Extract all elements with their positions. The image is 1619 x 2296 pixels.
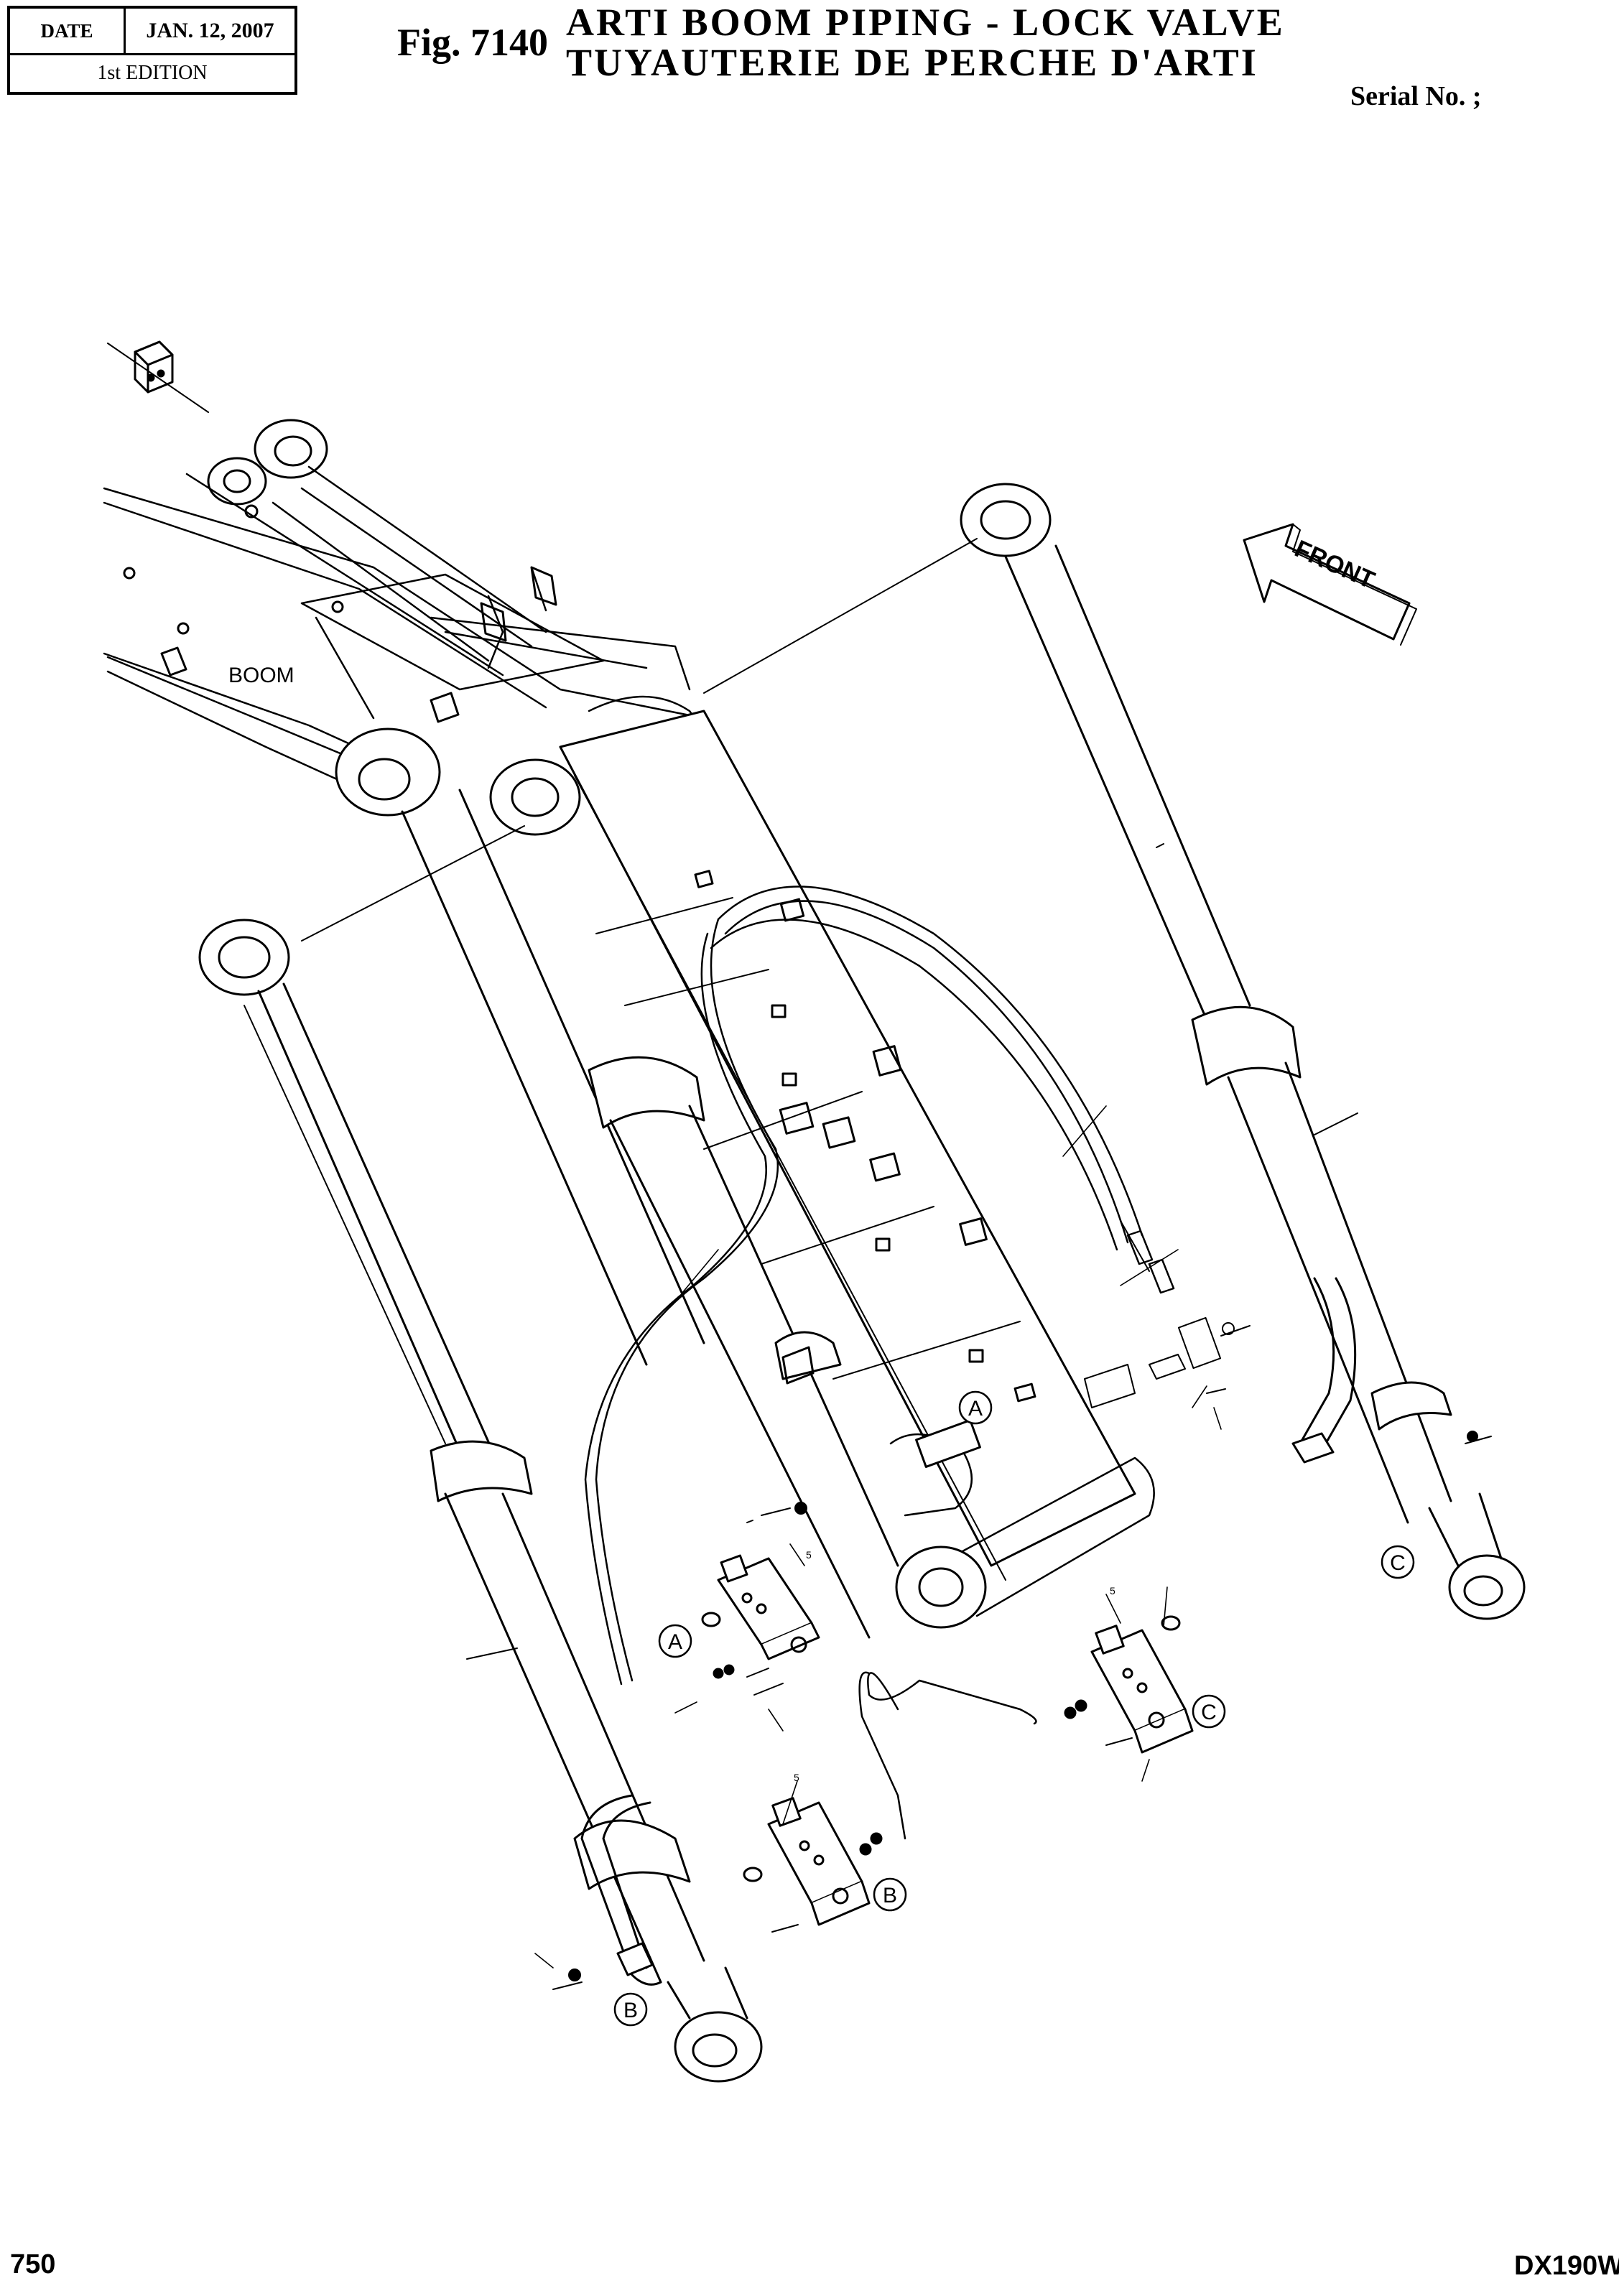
date-row: DATE JAN. 12, 2007 [10,9,294,55]
valve-ref-c: 5 [1110,1585,1115,1596]
figure-title-french: TUYAUTERIE DE PERCHE D'ARTI [566,41,1258,84]
figure-title-english: ARTI BOOM PIPING - LOCK VALVE [566,1,1285,44]
serial-number-label: Serial No. ; [1350,81,1482,111]
svg-text:C: C [1390,1551,1406,1575]
lock-valve-a [701,1554,820,1696]
lock-valve-c [1064,1615,1194,1754]
top-block-part [107,340,209,413]
svg-text:A: A [668,1630,682,1654]
lock-valve-b [743,1797,883,1933]
front-arrow [1243,523,1417,646]
callout-b-lower: B [613,1992,648,2027]
right-cylinder [703,483,1526,1620]
header-info-box: DATE JAN. 12, 2007 1st EDITION [7,6,297,95]
svg-text:C: C [1201,1701,1217,1724]
valve-ref-a: 5 [806,1549,812,1561]
model-number: DX190W [1514,2251,1619,2281]
arm-body [559,710,1155,1629]
svg-text:B: B [623,1999,638,2022]
figure-number: Fig. 7140 [397,21,548,64]
callout-a-upper: A [958,1390,993,1425]
hoses [584,886,1175,1840]
page-number: 750 [10,2249,56,2279]
boom-structure [103,419,705,836]
svg-text:A: A [968,1397,983,1421]
callout-a-lower: A [658,1624,692,1658]
callout-c-upper: C [1381,1545,1415,1579]
boom-label: BOOM [228,664,294,687]
callout-c-lower: C [1192,1694,1226,1729]
callout-b-upper: B [873,1877,907,1912]
edition-label: 1st EDITION [97,61,208,84]
fasteners [552,843,1492,1990]
date-label: DATE [10,9,126,53]
svg-text:B: B [883,1884,897,1907]
valve-ref-b: 5 [794,1772,799,1783]
leader-lines [534,1105,1222,1969]
date-value: JAN. 12, 2007 [146,19,274,42]
left-cylinder [198,825,763,2083]
middle-cylinder [401,789,899,1639]
